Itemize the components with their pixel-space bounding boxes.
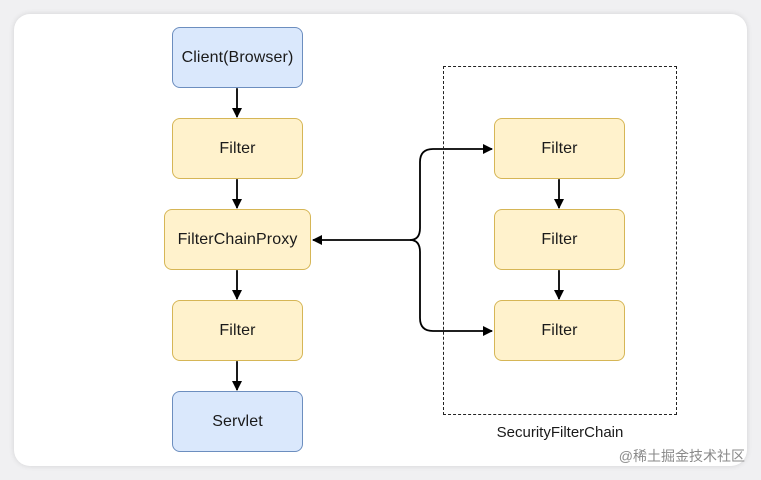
security-filter-chain-group bbox=[443, 66, 677, 415]
filter-node-bottom: Filter bbox=[172, 300, 303, 361]
watermark-text: @稀土掘金技术社区 bbox=[618, 448, 745, 464]
chain-filter-node-3: Filter bbox=[494, 300, 625, 361]
security-filter-chain-label: SecurityFilterChain bbox=[496, 424, 624, 441]
edge-branch-top bbox=[409, 144, 493, 241]
chain-filter-node-2: Filter bbox=[494, 209, 625, 270]
edge-branch-bottom bbox=[409, 239, 493, 336]
chain-filter-node-1: Filter bbox=[494, 118, 625, 179]
filter-chain-proxy-node: FilterChainProxy bbox=[164, 209, 311, 270]
client-node: Client(Browser) bbox=[172, 27, 303, 88]
filter-node-top: Filter bbox=[172, 118, 303, 179]
servlet-node: Servlet bbox=[172, 391, 303, 452]
